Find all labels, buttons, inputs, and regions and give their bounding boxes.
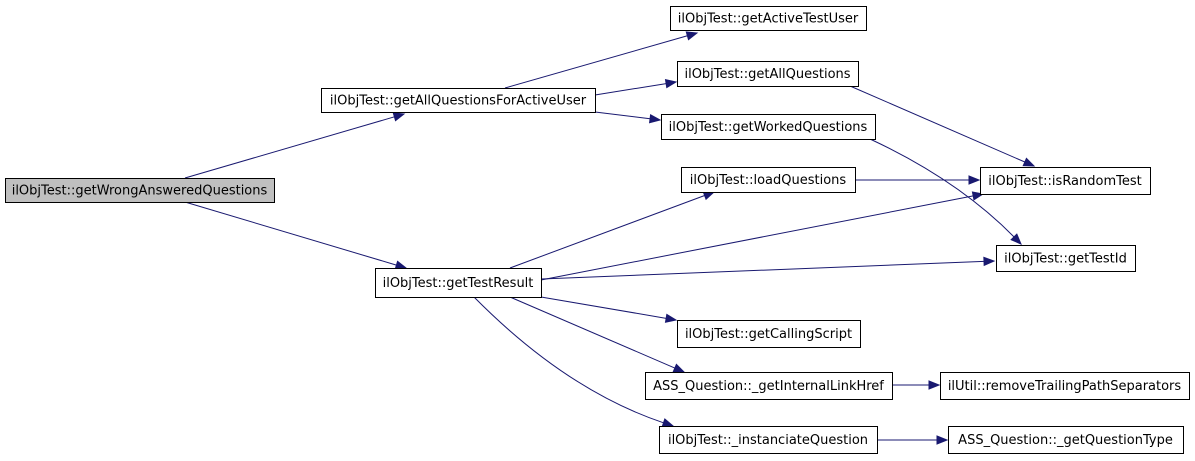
edge-getAllQuestionsForActiveUser-to-getActiveTestUser bbox=[504, 31, 699, 89]
node-getAllQuestions[interactable]: ilObjTest::getAllQuestions bbox=[677, 61, 859, 87]
node-label: ilObjTest::getTestResult bbox=[383, 276, 534, 291]
edge-getTestResult-to-isRandomTest bbox=[540, 191, 985, 281]
edge-line bbox=[184, 116, 395, 179]
edge-getWrongAnsweredQuestions-to-getTestResult bbox=[184, 201, 408, 270]
arrowhead bbox=[664, 78, 678, 89]
edge-getTestResult-to-getCallingScript bbox=[540, 296, 678, 323]
edge-getWrongAnsweredQuestions-to-getAllQuestionsForActiveUser bbox=[184, 112, 406, 179]
edge-getTestResult-to-getInternalLinkHref bbox=[509, 296, 686, 373]
node-label: ilObjTest::isRandomTest bbox=[988, 174, 1142, 189]
arrowhead bbox=[648, 114, 662, 124]
arrowhead bbox=[928, 380, 941, 390]
node-label: ilUtil::removeTrailingPathSeparators bbox=[948, 379, 1182, 394]
edge-loadQuestions-to-isRandomTest bbox=[855, 175, 981, 185]
node-box bbox=[996, 245, 1136, 272]
node-getQuestionType[interactable]: ASS_Question::_getQuestionType bbox=[948, 426, 1184, 454]
node-label: ilObjTest::getAllQuestionsForActiveUser bbox=[330, 94, 587, 109]
node-box bbox=[321, 88, 596, 113]
edge-getAllQuestionsForActiveUser-to-getWorkedQuestions bbox=[594, 111, 662, 124]
node-box bbox=[375, 268, 542, 298]
node-box bbox=[5, 178, 275, 203]
arrowhead bbox=[1022, 157, 1036, 167]
arrowhead bbox=[983, 256, 996, 267]
edge-line bbox=[594, 111, 651, 120]
node-box bbox=[677, 320, 861, 348]
edge-line bbox=[473, 296, 664, 424]
node-getActiveTestUser[interactable]: ilObjTest::getActiveTestUser bbox=[670, 6, 867, 31]
node-box bbox=[645, 372, 893, 400]
edge-line bbox=[594, 83, 667, 96]
arrowhead bbox=[936, 435, 949, 445]
arrowhead bbox=[968, 175, 981, 185]
edge-getAllQuestionsForActiveUser-to-getAllQuestions bbox=[594, 78, 678, 96]
node-isRandomTest[interactable]: ilObjTest::isRandomTest bbox=[980, 167, 1151, 195]
node-getWrongAnsweredQuestions[interactable]: ilObjTest::getWrongAnsweredQuestions bbox=[5, 178, 275, 203]
edge-getInternalLinkHref-to-removeTrailingPathSeparators bbox=[892, 380, 941, 390]
node-label: ilObjTest::getWrongAnsweredQuestions bbox=[12, 184, 268, 199]
edge-line bbox=[849, 85, 1026, 163]
node-loadQuestions[interactable]: ilObjTest::loadQuestions bbox=[681, 167, 856, 193]
edge-getTestResult-to-loadQuestions bbox=[509, 191, 716, 269]
node-label: ilObjTest::_instanciateQuestion bbox=[668, 433, 868, 448]
node-box bbox=[659, 426, 878, 454]
arrowhead bbox=[664, 313, 678, 323]
arrowhead bbox=[1010, 233, 1022, 245]
edges-layer bbox=[184, 31, 1036, 445]
edge-getTestResult-to-instanciateQuestion bbox=[473, 296, 675, 428]
node-box bbox=[661, 114, 876, 140]
arrowhead bbox=[392, 112, 406, 122]
node-getTestResult[interactable]: ilObjTest::getTestResult bbox=[375, 268, 542, 298]
node-getInternalLinkHref[interactable]: ASS_Question::_getInternalLinkHref bbox=[645, 372, 893, 400]
edge-line bbox=[184, 201, 397, 266]
node-getWorkedQuestions[interactable]: ilObjTest::getWorkedQuestions bbox=[661, 114, 876, 140]
edge-line bbox=[869, 138, 1015, 238]
edge-line bbox=[509, 195, 705, 269]
node-label: ilObjTest::loadQuestions bbox=[690, 173, 847, 188]
arrowhead bbox=[661, 418, 675, 428]
node-box bbox=[980, 167, 1151, 195]
node-label: ilObjTest::getAllQuestions bbox=[684, 67, 850, 82]
node-label: ilObjTest::getTestId bbox=[1004, 252, 1127, 267]
node-box bbox=[670, 6, 867, 31]
node-label: ilObjTest::getCallingScript bbox=[685, 327, 852, 342]
node-box bbox=[948, 426, 1184, 454]
node-label: ilObjTest::getActiveTestUser bbox=[678, 12, 859, 27]
node-label: ASS_Question::_getQuestionType bbox=[958, 433, 1173, 448]
edge-getWorkedQuestions-to-getTestId bbox=[869, 138, 1022, 245]
arrowhead bbox=[394, 260, 408, 270]
node-getTestId[interactable]: ilObjTest::getTestId bbox=[996, 245, 1136, 272]
node-label: ilObjTest::getWorkedQuestions bbox=[669, 120, 868, 135]
edge-getAllQuestions-to-isRandomTest bbox=[849, 85, 1036, 167]
edge-line bbox=[540, 260, 985, 280]
edge-line bbox=[509, 296, 676, 369]
node-box bbox=[681, 167, 856, 193]
edge-getTestResult-to-getTestId bbox=[540, 256, 996, 280]
node-getCallingScript[interactable]: ilObjTest::getCallingScript bbox=[677, 320, 861, 348]
edge-line bbox=[504, 35, 688, 89]
arrowhead bbox=[672, 363, 686, 373]
edge-instanciateQuestion-to-getQuestionType bbox=[877, 435, 949, 445]
arrowhead bbox=[685, 31, 699, 41]
node-removeTrailingPathSeparators[interactable]: ilUtil::removeTrailingPathSeparators bbox=[940, 372, 1190, 400]
edge-line bbox=[540, 195, 974, 281]
node-getAllQuestionsForActiveUser[interactable]: ilObjTest::getAllQuestionsForActiveUser bbox=[321, 88, 596, 113]
node-label: ASS_Question::_getInternalLinkHref bbox=[653, 379, 884, 394]
nodes-layer: ilObjTest::getWrongAnsweredQuestionsilOb… bbox=[5, 6, 1190, 454]
node-box bbox=[677, 61, 859, 87]
node-instanciateQuestion[interactable]: ilObjTest::_instanciateQuestion bbox=[659, 426, 878, 454]
edge-line bbox=[540, 296, 667, 319]
node-box bbox=[940, 372, 1190, 400]
